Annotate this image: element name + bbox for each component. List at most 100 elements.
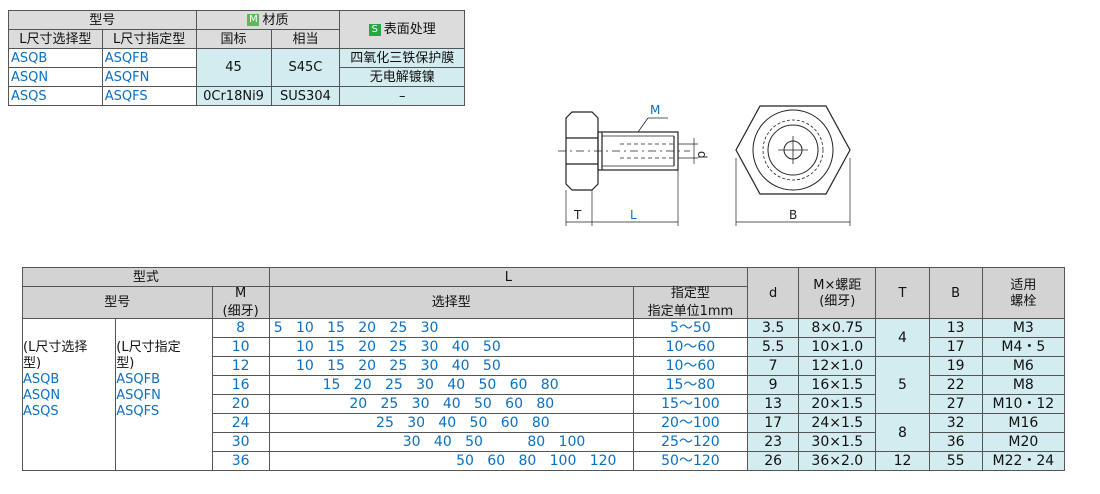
l-specify-cell: 5～50: [632, 318, 749, 338]
m-cell: 24: [211, 413, 270, 433]
l-specify-cell: 25～120: [632, 432, 749, 452]
l-select-cell: 10 15 20 25 30 40 50: [268, 356, 634, 376]
model-code: ASQN: [23, 388, 61, 403]
mpitch-cell: 20×1.5: [798, 394, 877, 414]
b-cell: 32: [928, 413, 983, 433]
m-cell: 30: [211, 432, 270, 452]
l-specify-cell: 10～60: [632, 337, 749, 357]
m-cell: 8: [211, 318, 270, 338]
mpitch-cell: 30×1.5: [798, 432, 877, 452]
l-specify-cell: 15～100: [632, 394, 749, 414]
d-cell: 13: [747, 394, 800, 414]
t-cell: 12: [875, 451, 930, 471]
d-cell: 5.5: [747, 337, 800, 357]
t-label: T: [573, 208, 582, 222]
d-cell: 26: [747, 451, 800, 471]
national-material: 45: [195, 48, 272, 87]
material-badge-icon: M: [247, 14, 260, 26]
t-header: T: [875, 267, 930, 319]
bolt-head-front: [735, 105, 851, 195]
l-select-header: L尺寸选择型: [8, 29, 103, 49]
l-label: L: [630, 208, 637, 222]
l-specify-cell: 50～120: [632, 451, 749, 471]
surface-badge-icon: S: [368, 23, 381, 36]
equiv-header: 相当: [270, 29, 341, 49]
d-label: d: [695, 151, 709, 159]
m-label: M: [650, 103, 660, 117]
d-cell: 9: [747, 375, 800, 395]
mpitch-cell: 36×2.0: [798, 451, 877, 471]
m-header: M(细牙): [211, 286, 270, 319]
m-cell: 12: [211, 356, 270, 376]
model-code: ASQS: [23, 404, 59, 419]
b-cell: 36: [928, 432, 983, 452]
select-header: 选择型: [268, 286, 634, 319]
type-header: 型式: [22, 267, 270, 287]
specify-model-column: (L尺寸指定 型) ASQFB ASQFN ASQFS: [115, 318, 213, 471]
mpitch-header: M×螺距(细牙): [798, 267, 877, 319]
bolt-cell: M16: [981, 413, 1066, 433]
l-select-cell: 25 30 40 50 60 80: [268, 413, 634, 433]
b-cell: 13: [928, 318, 983, 338]
equiv-material: S45C: [270, 48, 341, 87]
m-cell: 10: [211, 337, 270, 357]
model-code: ASQFS: [116, 404, 160, 419]
national-header: 国标: [195, 29, 272, 49]
surface-treatment: 无电解镀镍: [339, 67, 465, 87]
bolt-cell: M20: [981, 432, 1066, 452]
bolt-cell: M10・12: [981, 394, 1066, 414]
surface-treatment: 四氧化三铁保护膜: [339, 48, 465, 68]
mpitch-cell: 12×1.0: [798, 356, 877, 376]
mpitch-cell: 16×1.5: [798, 375, 877, 395]
b-label: B: [789, 208, 797, 222]
t-cell: 4: [875, 318, 930, 357]
l-select-cell: 30 40 50 80 100: [268, 432, 634, 452]
select-model: ASQN: [8, 67, 103, 87]
specify-model: ASQFN: [101, 67, 197, 87]
b-cell: 19: [928, 356, 983, 376]
bolt-cell: M22・24: [981, 451, 1066, 471]
l-select-cell: 10 15 20 25 30 40 50: [268, 337, 634, 357]
specify-model: ASQFB: [101, 48, 197, 68]
b-cell: 22: [928, 375, 983, 395]
d-cell: 7: [747, 356, 800, 376]
l-specify-cell: 20～100: [632, 413, 749, 433]
bolt-drawing: M d T L B: [558, 103, 851, 226]
bolt-cell: M6: [981, 356, 1066, 376]
m-cell: 16: [211, 375, 270, 395]
model-code: ASQFN: [116, 388, 161, 403]
model-code: ASQB: [23, 372, 60, 387]
select-model-column: (L尺寸选择 型) ASQB ASQN ASQS: [21, 318, 117, 471]
b-cell: 17: [928, 337, 983, 357]
model-code: ASQFB: [116, 372, 161, 387]
bolt-cell: M8: [981, 375, 1066, 395]
l-select-cell: 50 60 80 100 120: [268, 451, 634, 471]
l-specify-header: L尺寸指定型: [101, 29, 197, 49]
bolt-cell: M4・5: [981, 337, 1066, 357]
l-select-cell: 15 20 25 30 40 50 60 80: [268, 375, 634, 395]
national-material: 0Cr18Ni9: [195, 86, 272, 106]
equiv-material: SUS304: [270, 86, 341, 106]
l-specify-cell: 15～80: [632, 375, 749, 395]
model-header: 型号: [22, 286, 213, 319]
l-header: L: [268, 267, 749, 287]
model-header: 型号: [8, 10, 197, 30]
surface-treatment: –: [339, 86, 465, 106]
d-cell: 23: [747, 432, 800, 452]
l-select-cell: 20 25 30 40 50 60 80: [268, 394, 634, 414]
b-cell: 27: [928, 394, 983, 414]
bolt-cell: M3: [981, 318, 1066, 338]
t-cell: 8: [875, 413, 930, 452]
specify-model: ASQFS: [101, 86, 197, 106]
mpitch-cell: 24×1.5: [798, 413, 877, 433]
spec-table: 型式 L d M×螺距(细牙) T B 适用螺栓 型号 M(细牙) 选择型 指定…: [21, 267, 1066, 471]
d-cell: 17: [747, 413, 800, 433]
m-cell: 20: [211, 394, 270, 414]
d-header: d: [747, 267, 800, 319]
mpitch-cell: 10×1.0: [798, 337, 877, 357]
l-select-cell: 5 10 15 20 25 30: [268, 318, 634, 338]
mpitch-cell: 8×0.75: [798, 318, 877, 338]
